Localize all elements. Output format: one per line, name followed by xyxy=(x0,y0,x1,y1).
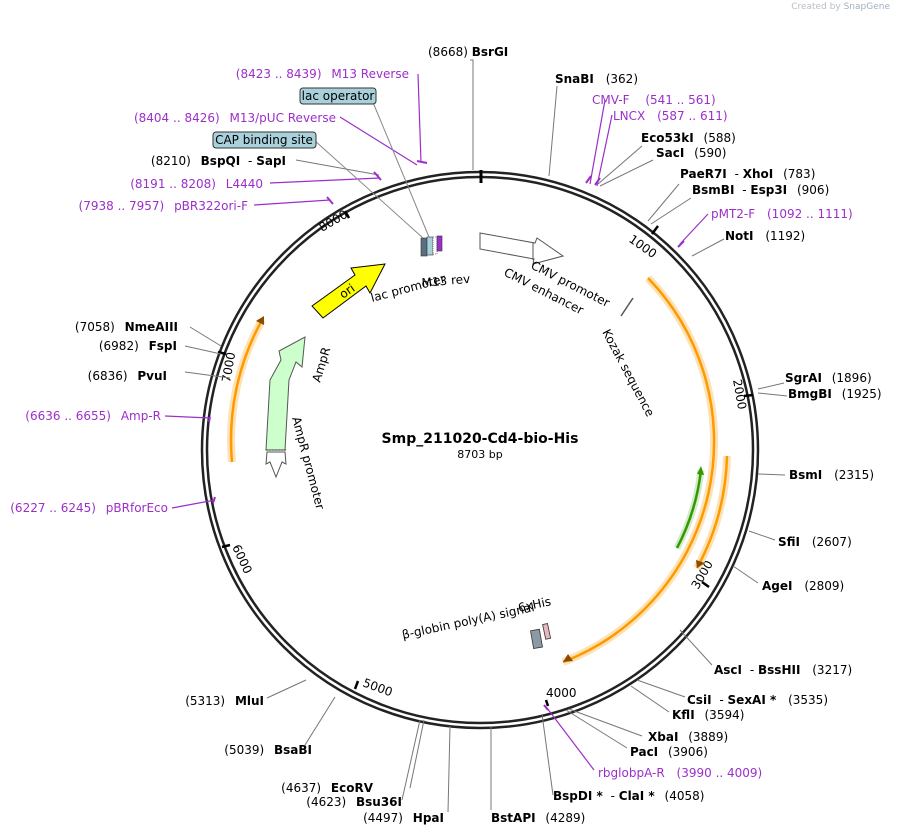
enzyme-bsmbi: BsmBI - Esp3I (906) xyxy=(692,183,829,197)
boxed-labels: lac operator CAP binding site xyxy=(212,87,377,149)
enzyme-labels-left: (4497) HpaI (4623) Bsu36I (4637) EcoRV (… xyxy=(75,154,444,825)
enzyme-saci: SacI (590) xyxy=(656,146,726,160)
ampr-promoter-label: AmpR promoter xyxy=(289,415,327,511)
enzyme-noti: NotI (1192) xyxy=(725,229,805,243)
enzyme-bspdi: BspDI * - ClaI * (4058) xyxy=(553,789,704,803)
primer-pbr322ori-f: (7938 .. 7957) pBR322ori-F xyxy=(79,199,249,213)
enzyme-bstapi: BstAPI (4289) xyxy=(491,811,585,825)
enzyme-xbai: XbaI (3889) xyxy=(648,730,728,744)
enzyme-paci: PacI (3906) xyxy=(630,745,708,759)
enzyme-nmeaiii: (7058) NmeAIII xyxy=(75,320,178,334)
primer-lncx: LNCX (587 .. 611) xyxy=(613,109,728,123)
enzyme-hpai: (4497) HpaI xyxy=(363,811,444,825)
bglobin-label: β-globin poly(A) signal xyxy=(401,600,536,642)
tick-5000: 5000 xyxy=(361,676,394,700)
cap-binding-box xyxy=(212,131,317,149)
enzyme-eco53ki: Eco53kI (588) xyxy=(641,131,736,145)
enzyme-labels-right: (8668) BsrGI SnaBI (362) Eco53kI (588) S… xyxy=(428,45,882,825)
sixhis-box xyxy=(542,623,552,640)
primer-labels-right: CMV-F (541 .. 561) LNCX (587 .. 611) pMT… xyxy=(592,93,853,780)
enzyme-fspi: (6982) FspI xyxy=(99,339,177,353)
plasmid-size: 8703 bp xyxy=(457,448,502,461)
primer-cmv-f: CMV-F (541 .. 561) xyxy=(592,93,716,107)
primer-markers xyxy=(208,160,685,711)
primer-pmt2-f: pMT2-F (1092 .. 1111) xyxy=(711,207,853,221)
enzyme-bsrgi: (8668) BsrGI xyxy=(428,45,508,59)
tick-8000: 8000 xyxy=(317,207,350,234)
box-leaders xyxy=(313,99,430,239)
ampr-arrow xyxy=(265,336,306,451)
cap-binding-label: CAP binding site xyxy=(215,133,313,147)
ruler-ticks xyxy=(217,210,754,707)
primer-m13-puc-reverse: (8404 .. 8426) M13/pUC Reverse xyxy=(134,111,336,125)
enzyme-ecorv: (4637) EcoRV xyxy=(281,781,374,795)
enzyme-bsu36i: (4623) Bsu36I xyxy=(306,795,402,809)
tick-1000: 1000 xyxy=(626,232,659,261)
m13-rev-label: M13 rev xyxy=(421,272,471,290)
sixhis-label: 6xHis xyxy=(517,594,553,615)
credit-text: Created by xyxy=(791,2,841,12)
plasmid-title: Smp_211020-Cd4-bio-His xyxy=(382,431,579,447)
polya-box xyxy=(530,628,543,650)
primer-l4440: (8191 .. 8208) L4440 xyxy=(130,177,263,191)
snapgene-credit: Created by SnapGene xyxy=(791,2,890,12)
cmv-arrow xyxy=(479,232,565,265)
tick-2000: 2000 xyxy=(730,378,749,411)
ampr-promoter-arrow xyxy=(265,451,287,479)
enzyme-snabi: SnaBI (362) xyxy=(555,72,638,86)
enzyme-agei: AgeI (2809) xyxy=(762,579,844,593)
enzyme-bmgbi: BmgBI (1925) xyxy=(788,387,882,401)
enzyme-csii: CsiI - SexAI * (3535) xyxy=(687,693,828,707)
enzyme-leaders xyxy=(184,59,788,813)
cds-arc-inner xyxy=(693,455,731,570)
primer-pbrforeco: (6227 .. 6245) pBRforEco xyxy=(10,501,168,515)
enzyme-mlui: (5313) MluI xyxy=(185,694,264,708)
enzyme-asci: AscI - BssHII (3217) xyxy=(714,663,852,677)
orange-arc-left xyxy=(227,316,266,463)
enzyme-bsmi: BsmI (2315) xyxy=(789,468,874,482)
ampr-label: AmpR xyxy=(309,345,333,383)
primer-labels-left: (8423 .. 8439) M13 Reverse (8404 .. 8426… xyxy=(10,67,409,515)
tick-4000: 4000 xyxy=(546,686,577,700)
primer-leaders xyxy=(164,73,709,771)
enzyme-sgrai: SgrAI (1896) xyxy=(785,371,872,385)
lac-operator-box xyxy=(299,87,377,105)
lac-operator-label: lac operator xyxy=(302,89,375,103)
ori-arrow xyxy=(311,263,386,319)
kozak-mark xyxy=(620,297,634,317)
primer-rbglobpa-r: rbglobpA-R (3990 .. 4009) xyxy=(598,766,762,780)
primer-m13-reverse: (8423 .. 8439) M13 Reverse xyxy=(236,67,409,81)
enzyme-sfii: SfiI (2607) xyxy=(778,535,852,549)
enzyme-bsabi: (5039) BsaBI xyxy=(224,743,312,757)
green-arc xyxy=(673,466,705,550)
snapgene-brand: SnapGene xyxy=(843,2,890,12)
enzyme-pvui: (6836) PvuI xyxy=(88,369,167,383)
kozak-label: Kozak sequence xyxy=(599,327,657,419)
enzyme-paer7i: PaeR7I - XhoI (783) xyxy=(680,167,815,181)
lac-promoter-block xyxy=(420,235,443,257)
enzyme-kflii: KflI (3594) xyxy=(672,708,744,722)
primer-amp-r: (6636 .. 6655) Amp-R xyxy=(25,409,161,423)
enzyme-bspqi: (8210) BspQI - SapI xyxy=(151,154,286,168)
cds-arc-outer xyxy=(561,275,719,666)
tick-6000: 6000 xyxy=(229,542,255,576)
tick-7000: 7000 xyxy=(219,351,238,384)
